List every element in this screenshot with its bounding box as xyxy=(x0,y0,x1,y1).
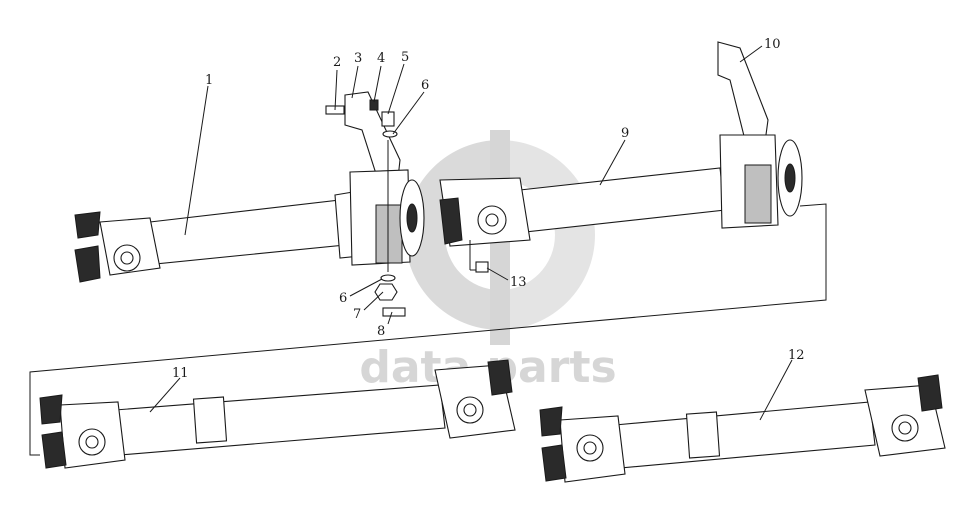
center-bearing-right xyxy=(717,41,803,229)
driveshaft-9 xyxy=(439,167,726,273)
callout-9: 9 xyxy=(621,126,629,141)
connection-frame xyxy=(29,203,827,456)
center-bearing-left xyxy=(325,91,425,317)
callout-13: 13 xyxy=(510,275,527,290)
callout-1: 1 xyxy=(205,73,213,88)
driveshaft-1 xyxy=(74,189,371,283)
callout-6-top: 6 xyxy=(421,78,429,93)
callout-labels: 1 2 3 4 5 6 6 7 8 9 10 11 12 13 xyxy=(172,37,805,381)
driveshaft-12 xyxy=(539,374,946,483)
driveshaft-11 xyxy=(39,359,516,469)
callout-6-bottom: 6 xyxy=(339,291,347,306)
leader-lines xyxy=(149,45,793,421)
callout-7: 7 xyxy=(353,307,361,322)
callout-11: 11 xyxy=(172,366,189,381)
callout-5: 5 xyxy=(401,50,409,65)
callout-10: 10 xyxy=(764,37,781,52)
callout-12: 12 xyxy=(788,348,805,363)
callout-2: 2 xyxy=(333,55,341,70)
callout-3: 3 xyxy=(354,51,362,66)
callout-8: 8 xyxy=(377,324,385,339)
callout-4: 4 xyxy=(377,51,385,66)
